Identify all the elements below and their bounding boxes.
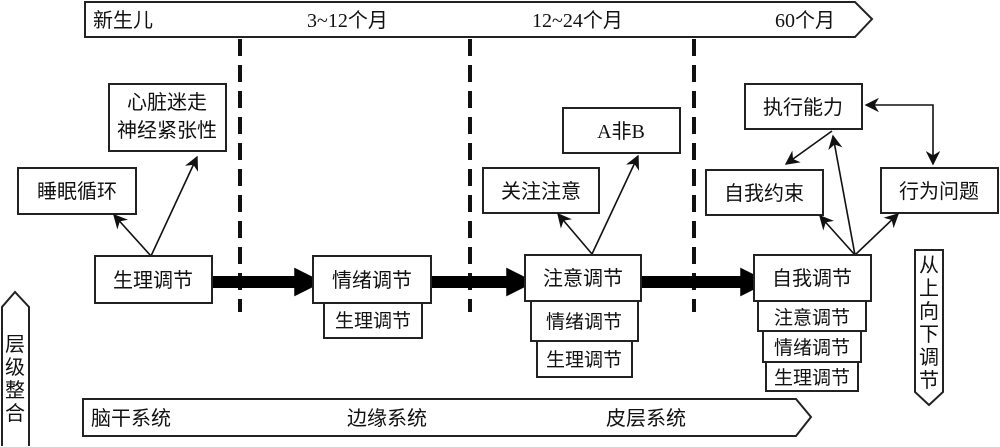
top-down-regulation-label: 从 上 向 下 调 节: [914, 249, 944, 407]
stage3-stack-0: [530, 300, 639, 342]
top-down-char: 下: [919, 322, 939, 346]
stage4-stack-1: [762, 330, 862, 363]
stage2-main-box: [312, 255, 432, 304]
stage3-main-box: [524, 254, 642, 302]
stage3-main-label: 注意调节: [543, 266, 623, 290]
stage4-stack-2: [765, 361, 859, 392]
outcome-focused-attention-label: 关注注意: [501, 179, 581, 203]
top-down-char: 从: [919, 253, 939, 277]
timeline-label-3-12: 3~12个月: [307, 9, 388, 32]
outcome-focused-attention: [482, 167, 600, 214]
stage3-stack-0-label: 情绪调节: [546, 311, 622, 333]
stage2-group: 生理调节 情绪调节: [312, 255, 432, 339]
top-down-char: 节: [919, 368, 939, 392]
top-down-char: 向: [919, 299, 939, 323]
outcome-sleep-cycle-label: 睡眠循环: [37, 179, 117, 203]
arrow-to-vagal-tone: [150, 155, 199, 257]
arrow-to-sleep-cycle: [113, 213, 152, 257]
stage2-main-label: 情绪调节: [332, 268, 412, 292]
arrow-self-reg-to-behavior: [854, 213, 900, 256]
timeline-arrow-shape: [84, 1, 874, 38]
outcome-behavior-problems-label: 行为问题: [899, 179, 979, 203]
stage3-stack-1-label: 生理调节: [546, 349, 622, 371]
timeline-bar: 新生儿 3~12个月 12~24个月 60个月: [84, 1, 874, 38]
hierarchical-char: 级: [5, 355, 25, 379]
brain-systems-bar: 脑干系统 边缘系统 皮层系统: [82, 398, 813, 437]
outcome-self-restraint: [705, 169, 824, 216]
stage3-stack-1: [536, 340, 633, 378]
brain-system-cortical: 皮层系统: [606, 406, 686, 430]
outcome-behavior-problems: [880, 167, 999, 214]
hierarchical-char: 层: [5, 332, 25, 356]
brain-system-limbic: 边缘系统: [347, 406, 427, 430]
arrow-to-focused-attention: [557, 212, 593, 255]
brain-system-brainstem: 脑干系统: [91, 406, 171, 430]
outcome-executive-function-label: 执行能力: [763, 95, 843, 119]
stage4-stack-0: [757, 300, 867, 332]
outcome-a-not-b: [562, 107, 681, 154]
outcome-vagal-tone-line2: 神经紧张性: [117, 118, 217, 142]
stage4-main-label: 自我调节: [772, 266, 852, 290]
outcome-executive-function: [744, 83, 863, 130]
hierarchical-char: 合: [5, 401, 25, 425]
arrow-exec-behavior-bidirectional: [864, 97, 941, 166]
outcome-vagal-tone-line1: 心脏迷走: [127, 90, 207, 114]
stage1-main-label: 生理调节: [113, 268, 193, 292]
timeline-label-12-24: 12~24个月: [532, 9, 623, 32]
stage2-stack-0-label: 生理调节: [335, 310, 411, 332]
outcome-self-restraint-label: 自我约束: [724, 181, 804, 205]
arrow-to-a-not-b: [591, 154, 640, 255]
top-down-char: 调: [919, 345, 939, 369]
stage4-stack-1-label: 情绪调节: [774, 337, 850, 359]
outcome-sleep-cycle: [17, 167, 137, 215]
top-down-arrow-shape: [914, 249, 944, 407]
stage1-main-box: [94, 255, 213, 304]
arrow-exec-to-restraint: [784, 130, 833, 165]
hierarchical-integration-label: 层 级 整 合: [1, 290, 30, 446]
top-down-char: 上: [919, 276, 939, 300]
timeline-label-60: 60个月: [775, 9, 835, 32]
stage4-stack-0-label: 注意调节: [774, 307, 850, 329]
arrow-self-reg-to-restraint: [819, 214, 856, 256]
stage4-group: 执行能力 自我约束 行为问题 生理调节 情绪调节 注意调节 自我调节: [705, 83, 999, 392]
stage4-stack-2-label: 生理调节: [774, 367, 850, 389]
outcome-a-not-b-label: A非B: [597, 120, 645, 143]
arrow-self-reg-to-exec: [828, 134, 856, 256]
stage2-stack-0: [323, 301, 423, 339]
outcome-vagal-tone: [108, 83, 227, 152]
stage4-main-box: [753, 254, 872, 302]
hierarchical-arrow-shape: [1, 290, 30, 446]
hierarchical-char: 整: [5, 378, 25, 402]
brain-systems-arrow-shape: [82, 398, 813, 437]
timeline-label-newborn: 新生儿: [93, 8, 153, 32]
stage3-group: 关注注意 A非B 生理调节 情绪调节 注意调节: [482, 107, 681, 378]
stage1-group: 睡眠循环 心脏迷走 神经紧张性 生理调节: [17, 83, 227, 304]
